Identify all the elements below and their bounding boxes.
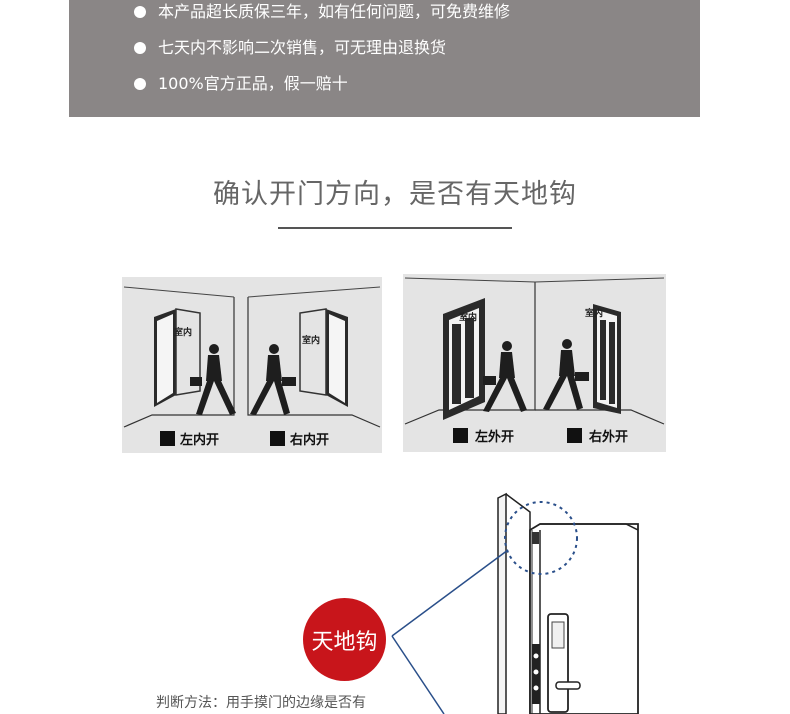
option-label: 左内开 bbox=[180, 432, 219, 448]
room-label: 室内 bbox=[174, 326, 192, 338]
swatch-icon bbox=[567, 428, 582, 443]
bullet-icon bbox=[134, 42, 146, 54]
option-label: 右内开 bbox=[289, 432, 329, 448]
room-label: 室内 bbox=[585, 307, 603, 319]
swatch-icon bbox=[453, 428, 468, 443]
method-caption: 判断方法：用手摸门的边缘是否有 bbox=[156, 695, 366, 711]
guarantee-item: 100%官方正品，假一赔十 bbox=[158, 74, 348, 93]
title-underline bbox=[278, 227, 512, 229]
sky-ground-hook-badge: 天地钩 bbox=[303, 598, 386, 681]
door-lock-illustration bbox=[391, 492, 639, 714]
bullet-icon bbox=[134, 78, 146, 90]
option-label: 右外开 bbox=[588, 429, 628, 445]
swatch-icon bbox=[160, 431, 175, 446]
outward-opening-illustration: 室内 室内 左外开 右外开 bbox=[403, 274, 666, 452]
guarantee-panel: 本产品超长质保三年，如有任何问题，可免费维修 七天内不影响二次销售，可无理由退换… bbox=[69, 0, 700, 117]
swatch-icon bbox=[270, 431, 285, 446]
option-label: 左外开 bbox=[475, 429, 514, 445]
inward-opening-illustration: 室内 室内 左内开 右内开 bbox=[122, 277, 382, 453]
bullet-icon bbox=[134, 6, 146, 18]
highlight-circle-icon bbox=[504, 501, 578, 575]
section-title: 确认开门方向，是否有天地钩 bbox=[213, 179, 577, 210]
guarantee-item: 本产品超长质保三年，如有任何问题，可免费维修 bbox=[158, 2, 511, 21]
room-label: 室内 bbox=[459, 311, 477, 323]
room-label: 室内 bbox=[302, 334, 320, 346]
guarantee-item: 七天内不影响二次销售，可无理由退换货 bbox=[158, 38, 447, 57]
